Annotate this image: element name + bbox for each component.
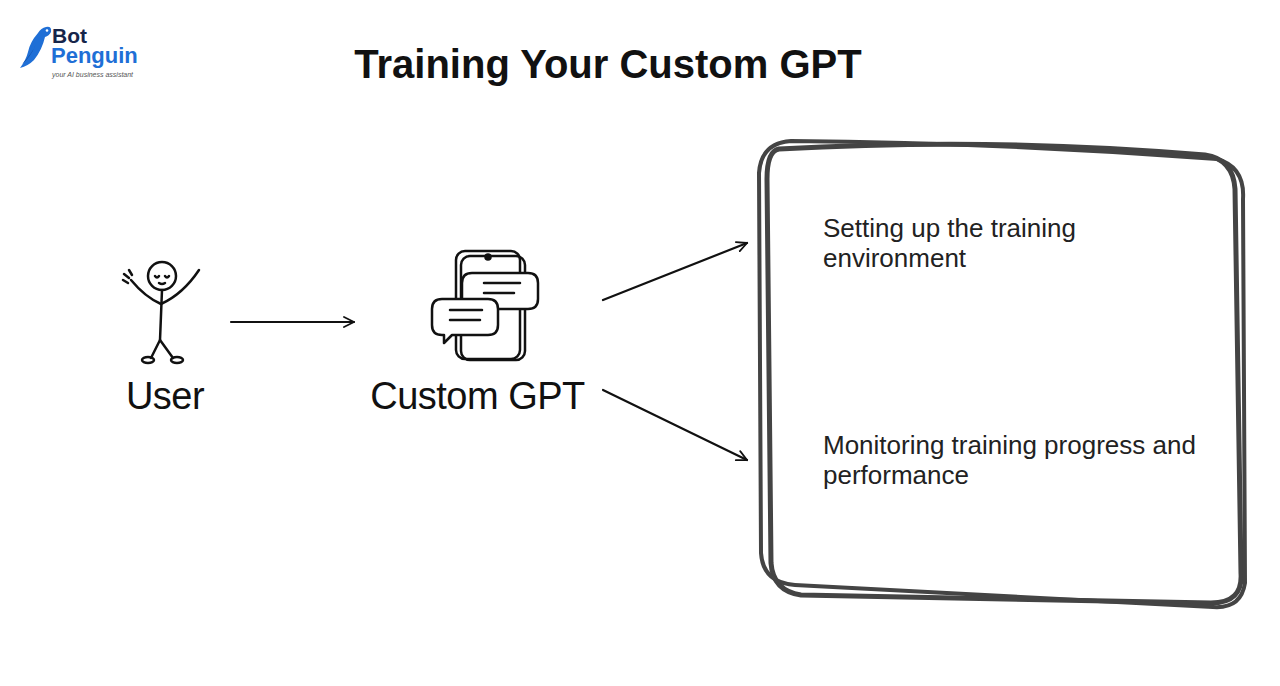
diagram-title: Training Your Custom GPT — [300, 42, 916, 87]
custom-gpt-icon: Custom GPT — [360, 245, 595, 418]
penguin-logo — [16, 24, 54, 70]
stick-figure — [115, 252, 215, 370]
flow-arrow — [231, 321, 354, 323]
sketch-box: Setting up the training environmentMonit… — [755, 133, 1250, 613]
box-stroke — [767, 144, 1241, 603]
user-actor: User — [105, 250, 225, 418]
step-text: Setting up the training environment — [823, 213, 1213, 273]
logo-word: Penguin — [51, 43, 138, 69]
box-stroke — [759, 141, 1245, 607]
node-label: Custom GPT — [360, 375, 595, 418]
chat-phone-icon — [428, 247, 548, 365]
step-text: Monitoring training progress and perform… — [823, 430, 1213, 490]
sketch-outline — [755, 133, 1250, 613]
logo-tagline: your AI business assistant — [52, 71, 133, 78]
flow-arrow — [603, 243, 747, 300]
flow-arrow — [603, 390, 747, 460]
node-label: User — [105, 375, 225, 418]
